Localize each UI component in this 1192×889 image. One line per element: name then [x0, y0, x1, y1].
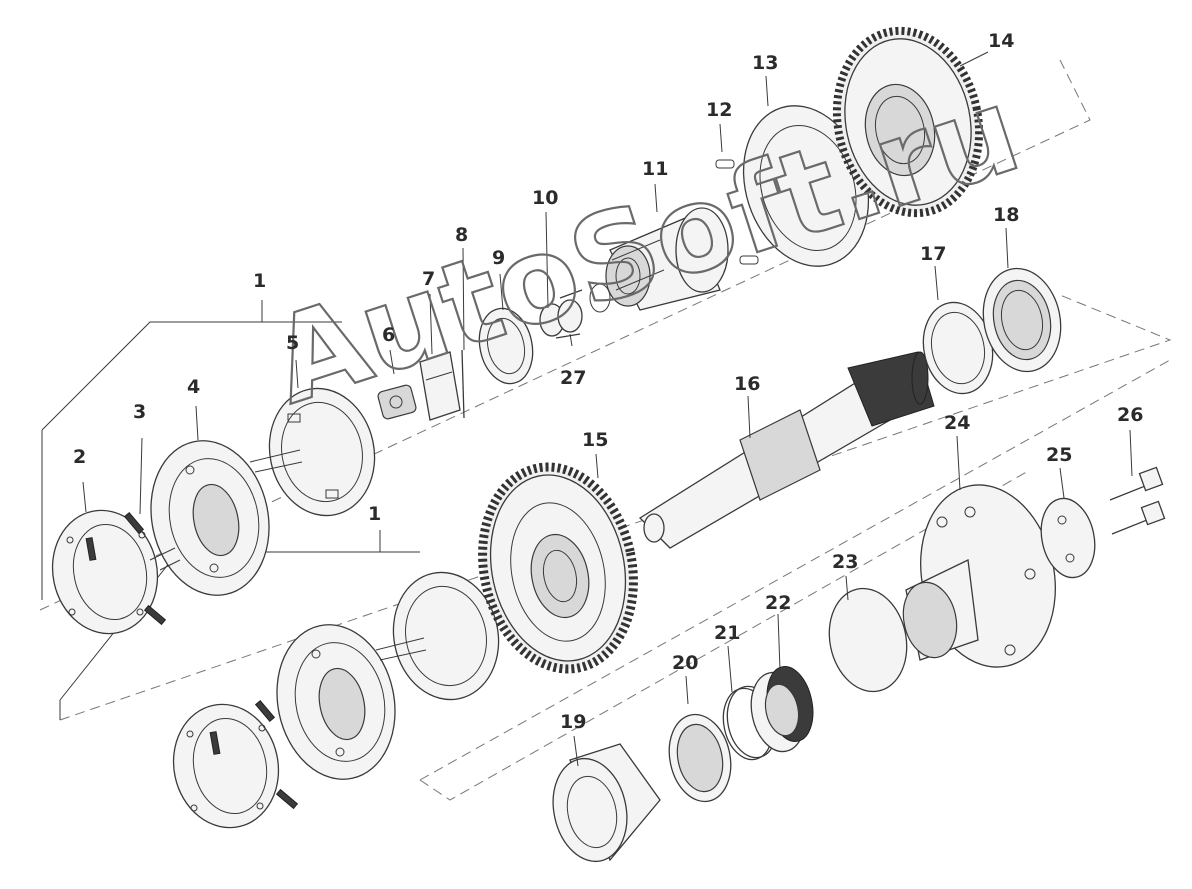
part-7-block [419, 351, 461, 421]
callout-20: 20 [672, 652, 698, 674]
callout-2: 2 [73, 446, 86, 468]
part-14-large-gear [832, 26, 984, 218]
callout-6: 6 [382, 324, 395, 346]
part-23-washer [828, 587, 908, 693]
callout-11: 11 [642, 158, 668, 180]
callout-1-upper: 1 [253, 270, 266, 292]
callout-10: 10 [532, 187, 558, 209]
part-8-spring [461, 349, 465, 419]
part-11-hub [605, 207, 729, 311]
callout-17: 17 [920, 243, 946, 265]
callout-labels: 1 1 2 3 4 5 6 7 8 9 10 11 12 13 14 15 16… [73, 30, 1143, 733]
part-3-pins-upper [85, 511, 167, 626]
callout-3: 3 [133, 401, 146, 423]
callout-1-lower: 1 [368, 503, 381, 525]
part-2-cover-plate-lower [172, 703, 280, 829]
part-22-nut [750, 666, 814, 753]
bracket-upper [41, 300, 342, 600]
callout-25: 25 [1046, 444, 1072, 466]
callout-5: 5 [286, 332, 299, 354]
callout-13: 13 [752, 52, 778, 74]
callout-23: 23 [832, 551, 858, 573]
callout-16: 16 [734, 373, 760, 395]
callout-7: 7 [422, 268, 435, 290]
callout-26: 26 [1117, 404, 1143, 426]
callout-8: 8 [455, 224, 468, 246]
callout-22: 22 [765, 592, 791, 614]
callout-19: 19 [560, 711, 586, 733]
part-25-plate [1040, 497, 1096, 579]
callout-4: 4 [187, 376, 200, 398]
part-26-bolts [1109, 466, 1166, 535]
part-5-sync-ring-upper [249, 387, 376, 517]
callout-27: 27 [560, 367, 586, 389]
part-16-shaft [638, 351, 935, 549]
callout-14: 14 [988, 30, 1014, 52]
callout-9: 9 [492, 247, 505, 269]
part-19-bearing [552, 743, 661, 863]
part-18-seal [982, 267, 1062, 373]
part-3-pins-lower [209, 699, 299, 810]
part-15-gear [478, 462, 638, 674]
part-9-thrust-ring [478, 307, 534, 385]
part-2-cover-plate-upper [51, 509, 159, 635]
callout-15: 15 [582, 429, 608, 451]
callout-18: 18 [993, 204, 1019, 226]
part-6-shift-block [377, 384, 417, 420]
callout-24: 24 [944, 412, 970, 434]
part-10-sleeve [539, 283, 611, 337]
part-4-sync-hub-upper [149, 440, 270, 596]
callout-12: 12 [706, 99, 732, 121]
part-20-seal [668, 713, 732, 803]
leader-lines [82, 51, 1133, 767]
part-4-sync-hub-lower [276, 624, 396, 780]
callout-21: 21 [714, 622, 740, 644]
part-27-pins [555, 289, 583, 339]
part-24-flange [902, 484, 1056, 668]
